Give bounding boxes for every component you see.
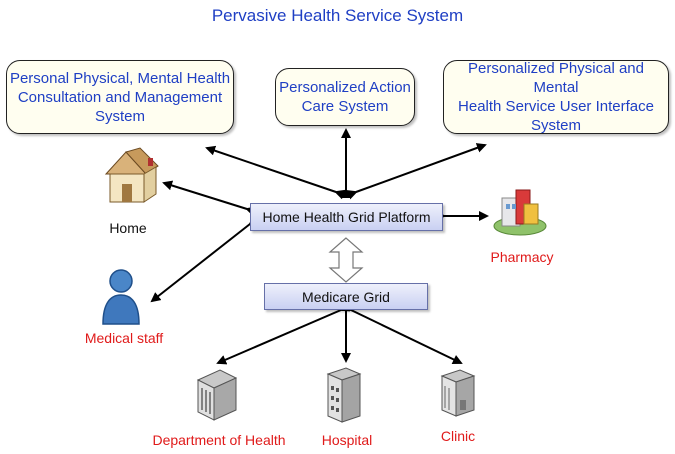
home-health-grid-platform: Home Health Grid Platform — [250, 203, 443, 231]
home-label: Home — [109, 220, 147, 236]
platform-link-arrow — [328, 237, 364, 283]
hospital-building-icon — [326, 367, 362, 423]
government-building-icon — [196, 369, 238, 421]
arrow-home — [162, 180, 257, 217]
arrow-right-system — [346, 143, 487, 200]
system-line: System — [94, 107, 145, 125]
pharmacy-icon — [493, 189, 547, 236]
hospital-label: Hospital — [321, 432, 373, 448]
system-box-user-interface: Personalized Physical and Mental Health … — [443, 60, 669, 134]
system-line: Personalized Action — [279, 79, 411, 96]
house-icon — [104, 147, 159, 203]
clinic-label: Clinic — [440, 428, 476, 444]
diagram-title: Pervasive Health Service System — [211, 6, 464, 25]
medical-staff-label: Medical staff — [84, 330, 164, 346]
person-icon — [102, 269, 140, 325]
arrow-medical-staff — [150, 215, 260, 303]
system-line: Consultation and Management — [17, 88, 223, 106]
pharmacy-label: Pharmacy — [490, 249, 554, 265]
arrow-left-system — [205, 145, 346, 200]
system-line: System — [530, 117, 581, 134]
clinic-building-icon — [440, 369, 476, 417]
system-line: Personalized Physical and Mental — [468, 60, 644, 96]
medicare-grid-box: Medicare Grid — [264, 283, 428, 310]
system-box-consultation: Personal Physical, Mental Health Consult… — [6, 60, 234, 134]
system-box-action-care: Personalized Action Care System — [275, 68, 415, 126]
system-line: Care System — [301, 98, 389, 115]
department-label: Department of Health — [152, 432, 286, 448]
system-line: Health Service User Interface — [458, 98, 654, 115]
arrow-department — [216, 302, 351, 365]
arrow-clinic — [341, 302, 463, 365]
system-line: Personal Physical, Mental Health — [9, 69, 231, 87]
